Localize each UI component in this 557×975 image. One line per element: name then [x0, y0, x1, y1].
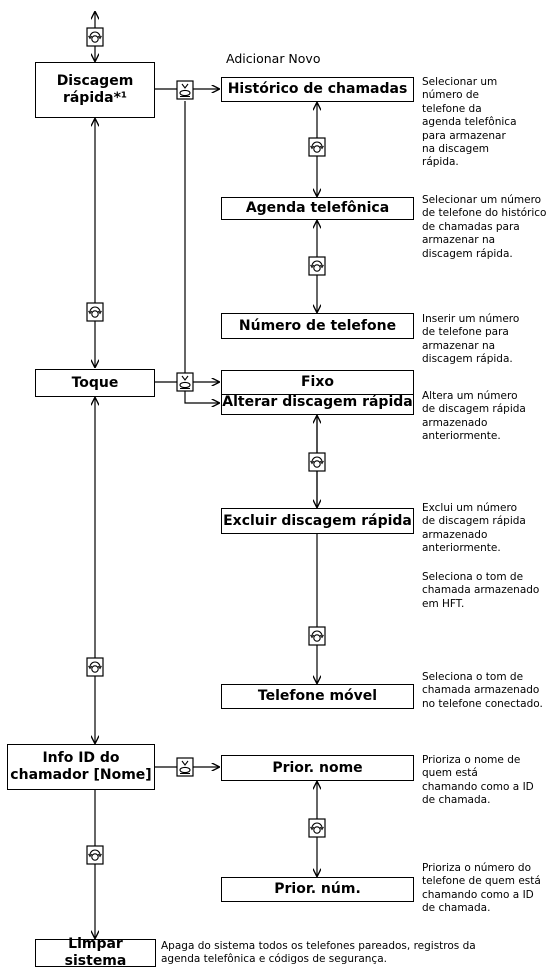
- option-box-phone-number[interactable]: Número de telefone: [221, 313, 414, 339]
- system-clear-description: Apaga do sistema todos os telefones pare…: [161, 940, 476, 966]
- branch-line-edit-speed-dial: [184, 101, 219, 403]
- add-new-caption: Adicionar Novo: [226, 51, 321, 66]
- option-box-phonebook[interactable]: Agenda telefônica: [221, 197, 414, 220]
- menu-box-system-clear[interactable]: Limpar sistema: [35, 936, 156, 969]
- menu-box-caller-id[interactable]: Info ID do chamador [Nome]: [7, 744, 155, 790]
- option-box-name-priority[interactable]: Prior. nome: [221, 755, 414, 781]
- option-box-mobile-phone[interactable]: Telefone móvel: [221, 684, 414, 709]
- option-box-fixed[interactable]: Fixo: [221, 370, 414, 395]
- fixed-description: Seleciona o tom de chamada armazenado em…: [422, 571, 540, 610]
- option-box-number-priority[interactable]: Prior. núm.: [221, 877, 414, 902]
- edit-speed-dial-description: Altera um número de discagem rápida arma…: [422, 390, 526, 443]
- menu-box-ringtone[interactable]: Toque: [35, 369, 155, 397]
- mobile-phone-description: Seleciona o tom de chamada armazenado no…: [422, 671, 543, 710]
- option-box-call-history[interactable]: Histórico de chamadas: [221, 77, 414, 102]
- phone-number-description: Inserir um número de telefone para armaz…: [422, 313, 520, 366]
- delete-speed-dial-description: Exclui um número de discagem rápida arma…: [422, 502, 526, 555]
- name-priority-description: Prioriza o nome de quem está chamando co…: [422, 754, 534, 807]
- menu-box-speed-dial[interactable]: Discagem rápida*¹: [35, 62, 155, 118]
- option-box-delete-speed-dial[interactable]: Excluir discagem rápida: [221, 508, 414, 534]
- call-history-description: Selecionar um número de telefone da agen…: [422, 76, 517, 169]
- number-priority-description: Prioriza o número do telefone de quem es…: [422, 862, 541, 915]
- phonebook-description: Selecionar um número de telefone do hist…: [422, 194, 547, 260]
